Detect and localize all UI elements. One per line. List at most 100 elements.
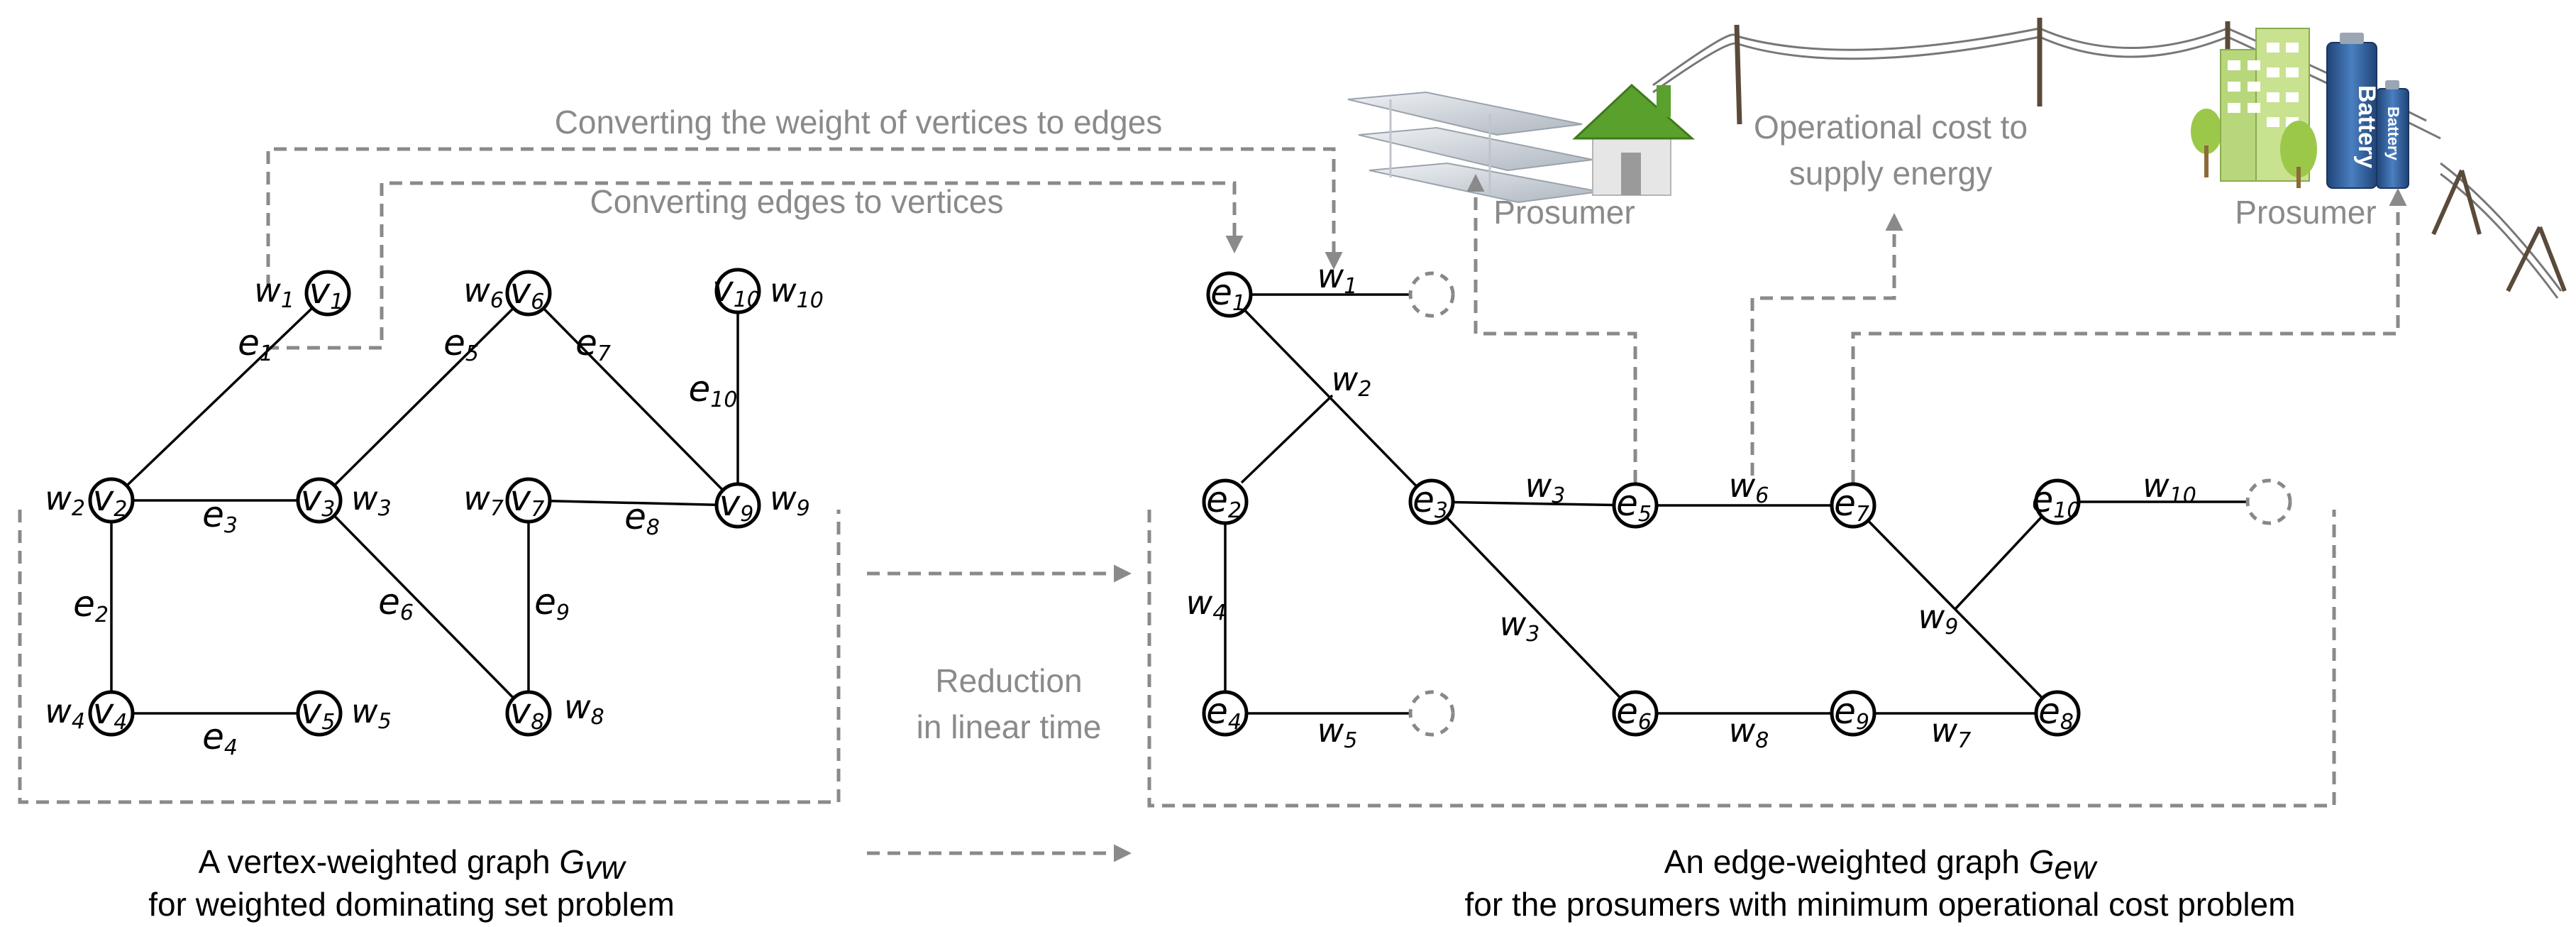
left-weight-label-v5-main: w [351,692,378,730]
right-caption-text: An edge-weighted graph [1664,843,2029,880]
right-node-label-e7-sub: 7 [1856,502,1869,527]
right-edge-e3-e5 [1452,500,1615,507]
left-node-label-v9-sub: 9 [740,502,753,527]
label-operational-cost-line2: supply energy [1789,155,1992,192]
left-edge-label-e2-sub: 2 [95,603,109,627]
left-weight-label-v10-main: w [770,271,797,309]
left-caption-symbol: G [559,843,585,880]
left-edge-label-e8: e8 [624,496,660,540]
left-weight-label-v5-sub: 5 [378,709,392,734]
right-weight-label-1: w2 [1332,360,1372,402]
left-edge-label-e1: e1 [238,322,273,366]
left-node-label-v6-main: v [510,270,532,312]
left-edge-label-e7-main: e [575,322,597,363]
right-weight-label-2: w3 [1525,466,1566,508]
right-node-label-e8: e8 [2038,691,2074,735]
buildings-illustration [2191,28,2317,188]
left-edge-label-e1-main: e [238,322,260,363]
left-weight-label-v2: w2 [45,479,85,521]
left-weight-label-v5: w5 [351,692,392,734]
right-node-label-e1-sub: 1 [1232,291,1246,316]
right-node-label-e1-main: e [1210,272,1232,313]
left-node-label-v5-main: v [301,691,323,732]
right-weight-label-0: w1 [1317,257,1358,299]
right-weight-label-7-main: w [1931,711,1958,750]
right-node-label-e10: e10 [2032,479,2081,523]
left-edge-e8 [549,499,717,507]
right-node-e7 [1830,482,1876,529]
left-weight-label-v8: w8 [564,688,604,730]
right-graph-bracket [1147,510,2336,808]
left-edge-label-e10-main: e [689,368,711,410]
right-edge-stub-e2 [1240,394,1334,484]
left-weight-label-v1-main: w [254,271,281,309]
right-node-e4 [1202,690,1249,737]
left-edge-label-e3-main: e [202,494,224,535]
left-weight-label-v7: w7 [463,479,504,521]
label-reduction-line1: Reduction [935,662,1082,699]
left-weight-label-v6: w6 [463,271,504,313]
right-node-label-e3: e3 [1413,479,1448,523]
right-node-label-e4: e4 [1206,691,1242,735]
right-weight-label-8-sub: 8 [1755,728,1769,753]
right-weight-label-5: w5 [1317,711,1358,753]
left-node-label-v10-main: v [712,268,734,309]
battery-label-large: Battery [2353,85,2380,168]
label-reduction-line2: in linear time [917,708,1102,745]
left-node-label-v5: v5 [301,691,336,735]
left-weight-label-v9-main: w [770,479,797,517]
right-node-label-e2-main: e [1206,479,1228,520]
solar-panels-illustration [1347,91,1601,204]
left-edge-label-e9: e9 [534,581,570,625]
right-weight-label-7: w7 [1931,711,1972,753]
left-node-v9 [714,482,761,529]
left-edge-e7 [542,307,724,491]
right-weight-label-6-sub: 6 [1755,483,1769,508]
left-caption-line1: A vertex-weighted graph Gvw [199,843,627,886]
label-prosumer-right: Prosumer [2235,194,2376,231]
left-edge-label-e3: e3 [202,494,238,538]
left-node-label-v5-sub: 5 [321,710,335,735]
connector-edges-to-vertices [266,181,1244,350]
right-node-label-e4-sub: 4 [1228,710,1242,735]
left-weight-label-v1-sub: 1 [281,288,294,313]
left-edge-label-e9-main: e [534,581,556,622]
right-dummy-node-d10 [2245,478,2292,525]
left-edge-label-e4-sub: 4 [224,735,238,760]
left-edge-label-e6-main: e [378,581,400,622]
right-caption-line1: An edge-weighted graph Gew [1664,843,2098,886]
left-node-label-v1-main: v [309,270,331,312]
left-node-label-v9: v9 [719,483,754,527]
left-edge-label-e5: e5 [443,322,479,366]
left-edge-label-e8-sub: 8 [646,515,660,540]
right-node-label-e5-sub: 5 [1638,502,1652,527]
left-edge-label-e6: e6 [378,581,414,625]
right-edge-e3-e6 [1445,516,1622,699]
right-weight-label-1-main: w [1332,360,1359,398]
left-node-v4 [88,690,135,737]
right-dummy-node-d1 [1408,271,1455,318]
left-node-label-v3-main: v [301,478,323,519]
left-edge-label-e6-sub: 6 [400,600,414,625]
label-weight-to-edges: Converting the weight of vertices to edg… [555,104,1163,141]
right-weight-label-10: w10 [2143,466,2196,508]
battery-icon: Battery Battery [2326,33,2409,189]
right-weight-label-0-main: w [1317,257,1344,295]
right-node-e9 [1830,690,1876,737]
left-weight-label-v7-sub: 7 [490,496,504,521]
right-node-label-e8-main: e [2038,691,2060,732]
left-node-label-v1: v1 [309,270,344,314]
left-edge-label-e3-sub: 3 [224,513,238,538]
left-node-label-v4: v4 [93,691,128,735]
left-weight-label-v6-main: w [463,271,490,309]
right-weight-label-2-sub: 3 [1552,483,1565,508]
left-node-label-v6: v6 [510,270,545,314]
right-node-label-e6-sub: 6 [1638,710,1652,735]
left-node-label-v2-sub: 2 [114,497,127,522]
right-node-label-e9-sub: 9 [1856,710,1869,735]
left-edge-label-e7-sub: 7 [597,341,611,366]
left-edge-e1 [126,307,314,487]
right-node-label-e6: e6 [1616,691,1652,735]
